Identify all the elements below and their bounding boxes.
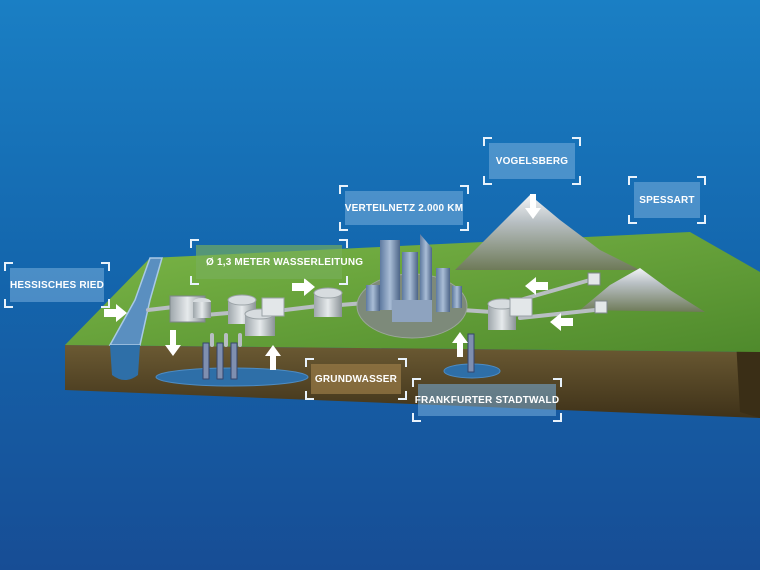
treatment-plant-left	[169, 295, 211, 323]
label-text: VERTEILNETZ 2.000 km	[344, 202, 464, 214]
label-frankfurter-stadtwald: FRANKFURTER STADTWALD	[412, 378, 562, 422]
label-verteilnetz: VERTEILNETZ 2.000 km	[339, 185, 469, 231]
label-text: VOGELSBERG	[495, 155, 569, 167]
mountain-vogelsberg	[455, 195, 640, 270]
label-hessisches-ried: HESSISCHES RIED	[4, 262, 110, 308]
city-frankfurt	[356, 234, 468, 339]
flow-arrows	[104, 194, 573, 370]
label-text: FRANKFURTER STADTWALD	[414, 394, 560, 406]
reservoir-tank-right	[487, 297, 533, 330]
label-text: HESSISCHES RIED	[9, 279, 105, 291]
wells	[202, 333, 475, 380]
arrow-left-icon	[525, 277, 548, 295]
label-grundwasser: GRUNDWASSER	[305, 358, 407, 400]
reservoir-tanks-left	[227, 294, 285, 336]
label-vogelsberg: VOGELSBERG	[483, 137, 581, 185]
pump-houses	[587, 272, 608, 314]
label-text: GRUNDWASSER	[314, 373, 398, 385]
arrow-right-icon	[292, 278, 315, 296]
arrow-right-icon	[104, 304, 127, 322]
arrow-up-icon	[265, 345, 281, 370]
label-wasserleitung: ø 1,3 METER WASSERLEITUNG	[190, 239, 363, 285]
arrow-left-icon	[550, 313, 573, 331]
arrow-up-icon	[452, 332, 468, 357]
soil-layer-side	[736, 330, 760, 418]
arrow-down-icon	[525, 194, 541, 219]
mountain-spessart	[580, 268, 705, 312]
label-text: SPESSART	[639, 194, 695, 206]
river-underground	[110, 345, 140, 380]
label-text: ø 1,3 METER WASSERLEITUNG	[206, 256, 364, 268]
arrow-down-icon	[165, 330, 181, 356]
label-spessart: SPESSART	[628, 176, 706, 224]
reservoir-tank-middle	[313, 287, 343, 317]
